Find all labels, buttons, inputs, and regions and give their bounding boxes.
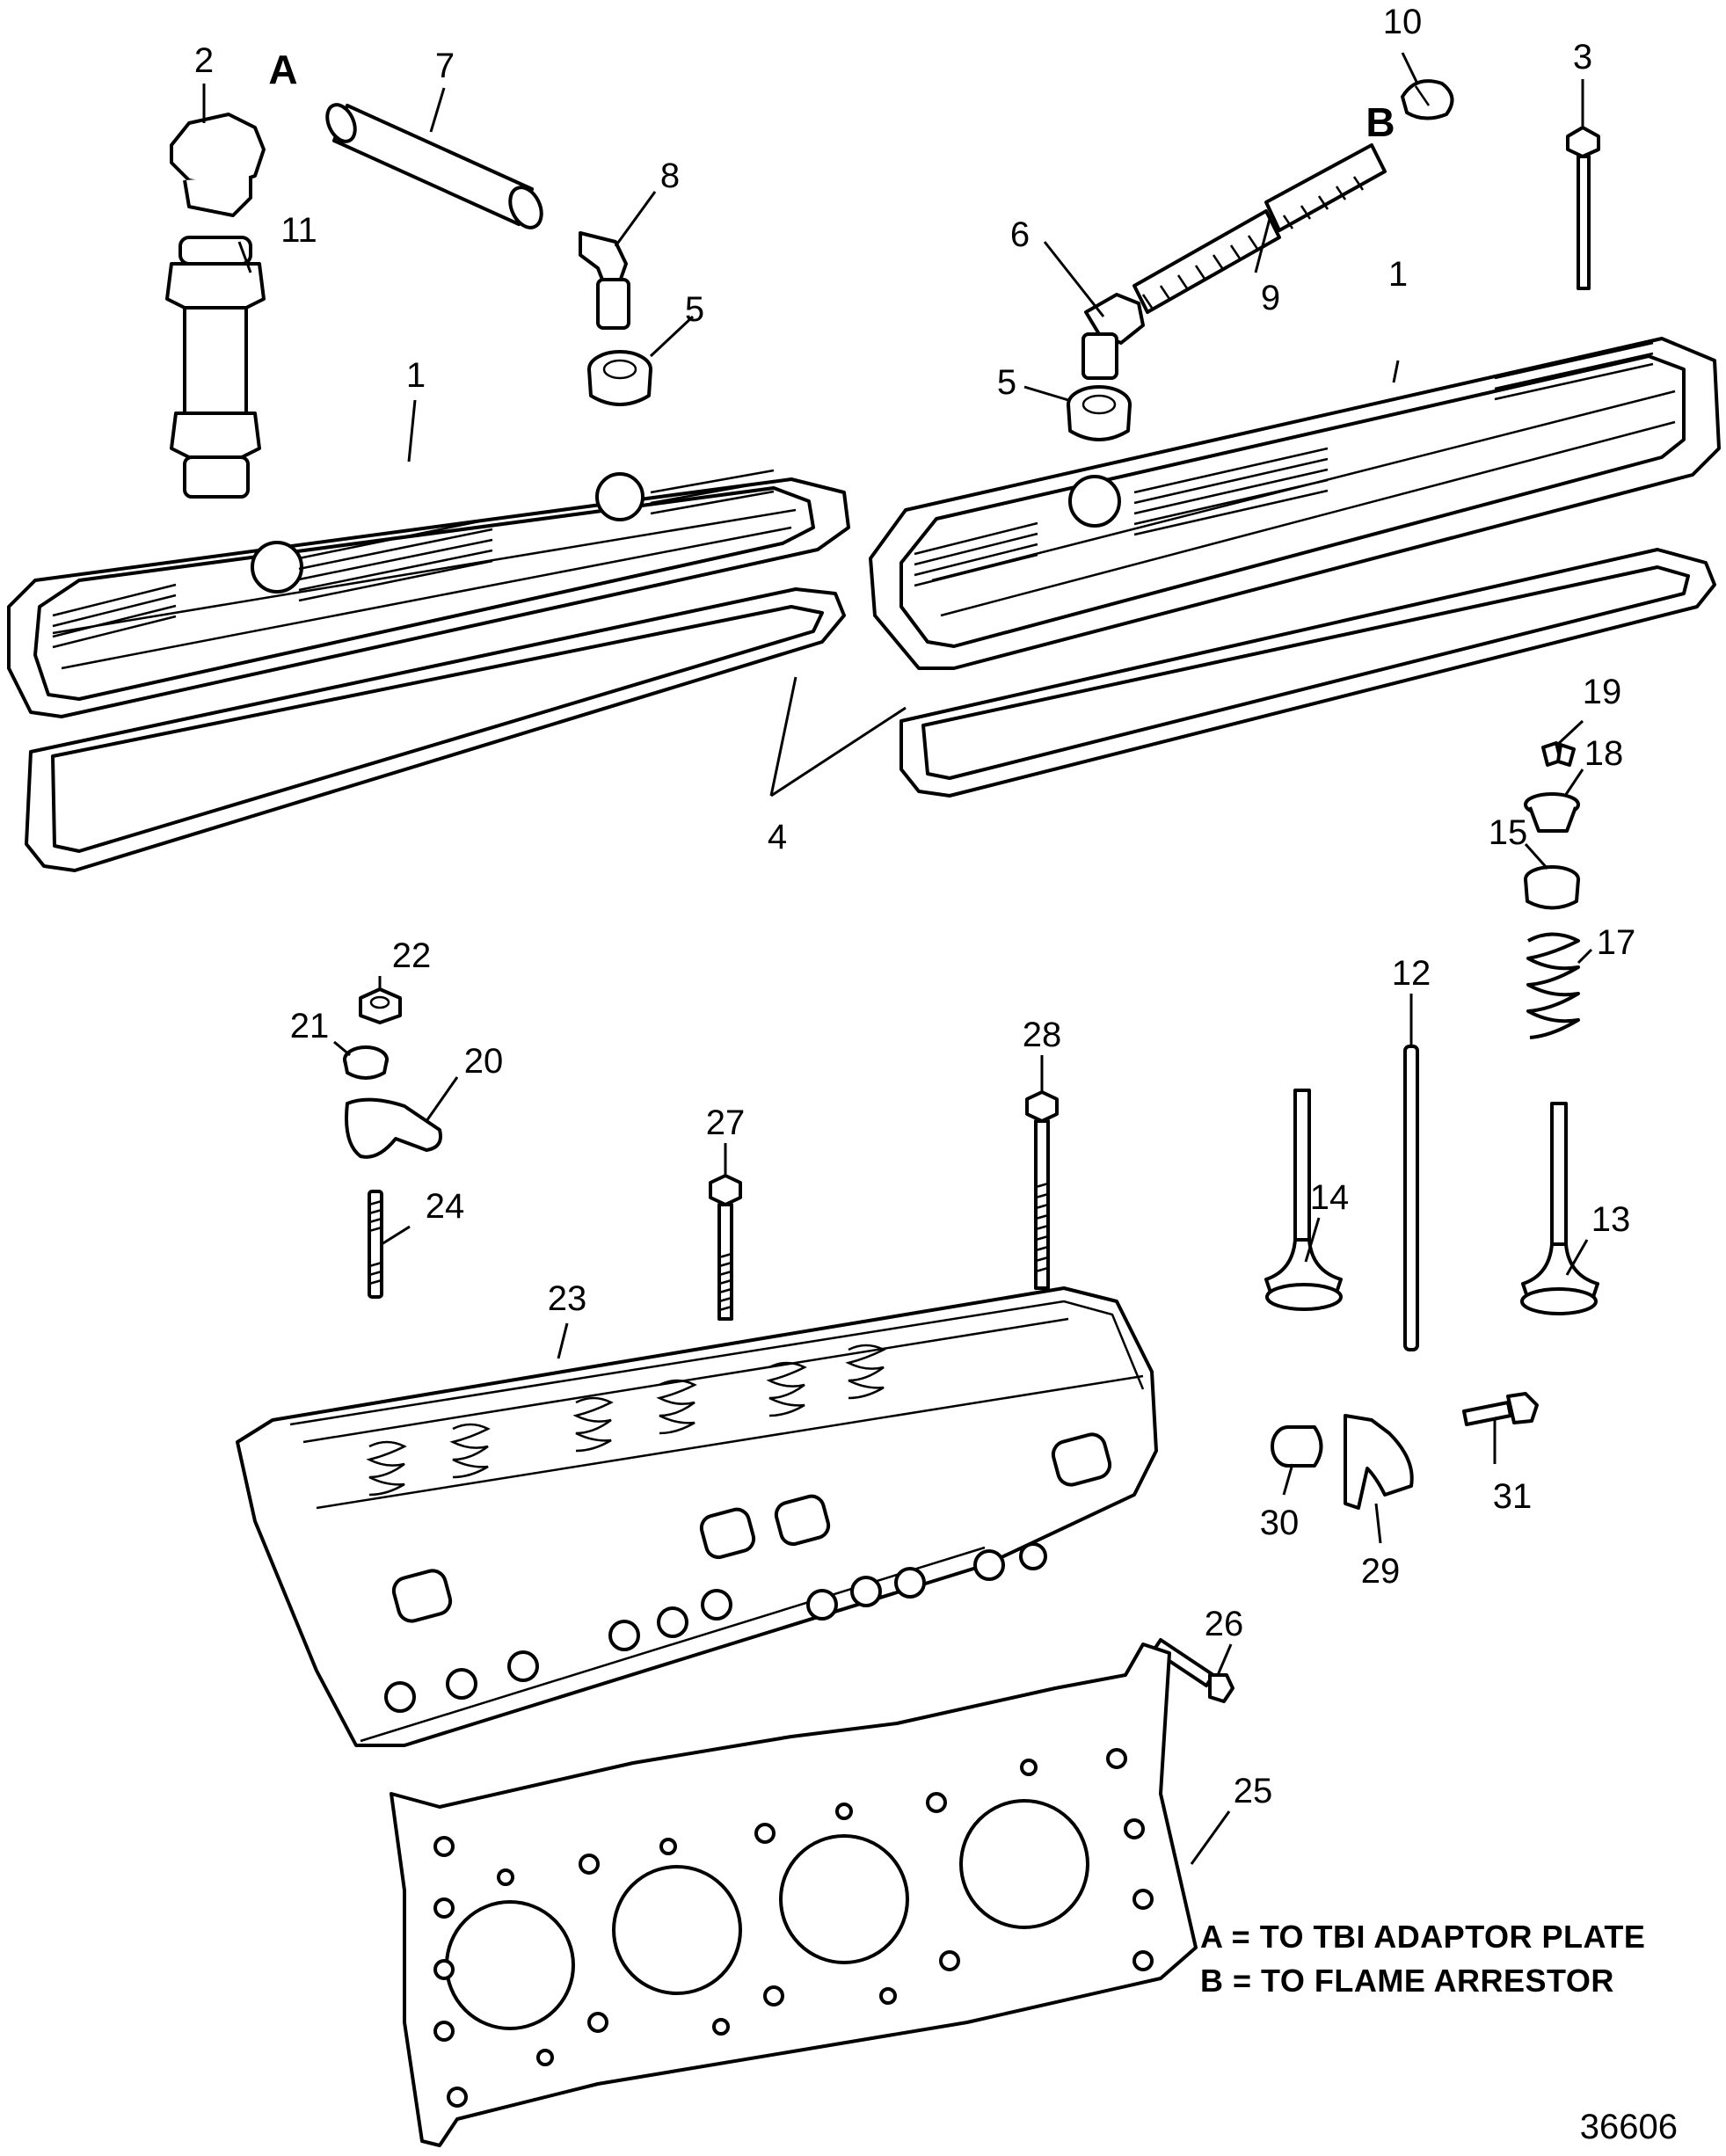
oil-fill-tube [165, 236, 266, 499]
callout: 23 [548, 1279, 587, 1318]
spacer-30 [1271, 1425, 1323, 1468]
bolt-28 [1025, 1090, 1059, 1290]
valve-lock-19 [1541, 741, 1576, 767]
callout: 22 [392, 936, 432, 975]
valve-cover-right [869, 337, 1721, 670]
bolt-31 [1462, 1392, 1539, 1426]
callout: 29 [1361, 1552, 1401, 1591]
hose-clamp-10 [1401, 79, 1454, 120]
legend-line-b: B = TO FLAME ARRESTOR [1200, 1963, 1614, 1999]
callout: 21 [290, 1007, 330, 1045]
leader-lines [202, 52, 1593, 1865]
valve-13 [1520, 1102, 1599, 1315]
callout: 28 [1023, 1016, 1062, 1054]
cover-fins-right [914, 341, 1654, 587]
callout: 11 [280, 211, 317, 250]
callout: 1 [1388, 255, 1408, 294]
callout: 20 [464, 1042, 504, 1081]
valve-spring-17 [1526, 932, 1580, 1039]
valve-cover-left [7, 469, 850, 718]
pushrod-12 [1403, 1045, 1419, 1351]
cover-gasket-right [899, 548, 1716, 798]
view-label-a: A [268, 47, 297, 92]
view-label-b: B [1366, 99, 1395, 145]
callout: 26 [1205, 1605, 1244, 1643]
callout: 3 [1573, 38, 1592, 76]
exhaust-ports [391, 1432, 1112, 1623]
callout: 30 [1260, 1504, 1300, 1542]
head-bolt-bosses [384, 1542, 1047, 1713]
callout: 25 [1234, 1772, 1273, 1810]
head-gasket-25 [390, 1642, 1198, 2147]
bracket-29 [1344, 1414, 1414, 1510]
pcv-valve-6 [1081, 293, 1145, 380]
pcv-fitting-8 [579, 231, 630, 330]
callout: 5 [685, 290, 704, 329]
callout: 14 [1310, 1178, 1350, 1217]
callout: 31 [1493, 1477, 1533, 1516]
ball-21 [343, 1045, 389, 1080]
callout: 13 [1591, 1200, 1631, 1239]
hose-7 [325, 103, 543, 229]
callout: 4 [768, 818, 787, 856]
rocker-arm-20 [345, 1097, 442, 1159]
view-letters: A B [268, 47, 1395, 145]
callout: 8 [660, 157, 680, 195]
callout: 17 [1597, 923, 1636, 962]
callout: 2 [194, 41, 214, 80]
callout: 10 [1383, 3, 1423, 41]
callout: 24 [426, 1187, 465, 1226]
callout: 15 [1489, 813, 1528, 852]
callout: 18 [1584, 734, 1624, 773]
callout: 12 [1392, 954, 1431, 993]
stud-24 [368, 1190, 383, 1299]
grommet-5-right [1067, 385, 1132, 441]
valve-cap-18 [1524, 792, 1580, 833]
valve-14 [1264, 1089, 1343, 1311]
oil-fill-cap [170, 113, 266, 217]
callout: 9 [1261, 279, 1280, 317]
callout: 5 [997, 363, 1016, 402]
head-valve-springs [366, 1344, 886, 1497]
bolt-3 [1566, 126, 1600, 290]
cylinder-head-23 [236, 1286, 1158, 1747]
valve-seal-15 [1524, 865, 1580, 910]
legend: A = TO TBI ADAPTOR PLATE B = TO FLAME AR… [1200, 1919, 1645, 1999]
bolt-27 [709, 1174, 742, 1321]
callout: 1 [406, 356, 426, 395]
legend-line-a: A = TO TBI ADAPTOR PLATE [1200, 1919, 1645, 1955]
grommet-5-left [587, 350, 652, 406]
cover-fins-left [52, 469, 775, 649]
gasket-bolt-holes [433, 1748, 1154, 2108]
callout: 19 [1583, 673, 1622, 711]
callout: 6 [1010, 215, 1030, 254]
callout: 7 [435, 47, 455, 85]
figure-number: 36606 [1580, 2108, 1678, 2146]
cover-gasket-left [25, 587, 846, 872]
hose-9 [1132, 143, 1387, 314]
callout: 27 [706, 1103, 746, 1142]
callout-numbers: 1 1 2 3 4 5 5 6 7 8 9 10 11 12 13 14 15 … [194, 3, 1635, 1810]
nut-22 [359, 987, 402, 1024]
